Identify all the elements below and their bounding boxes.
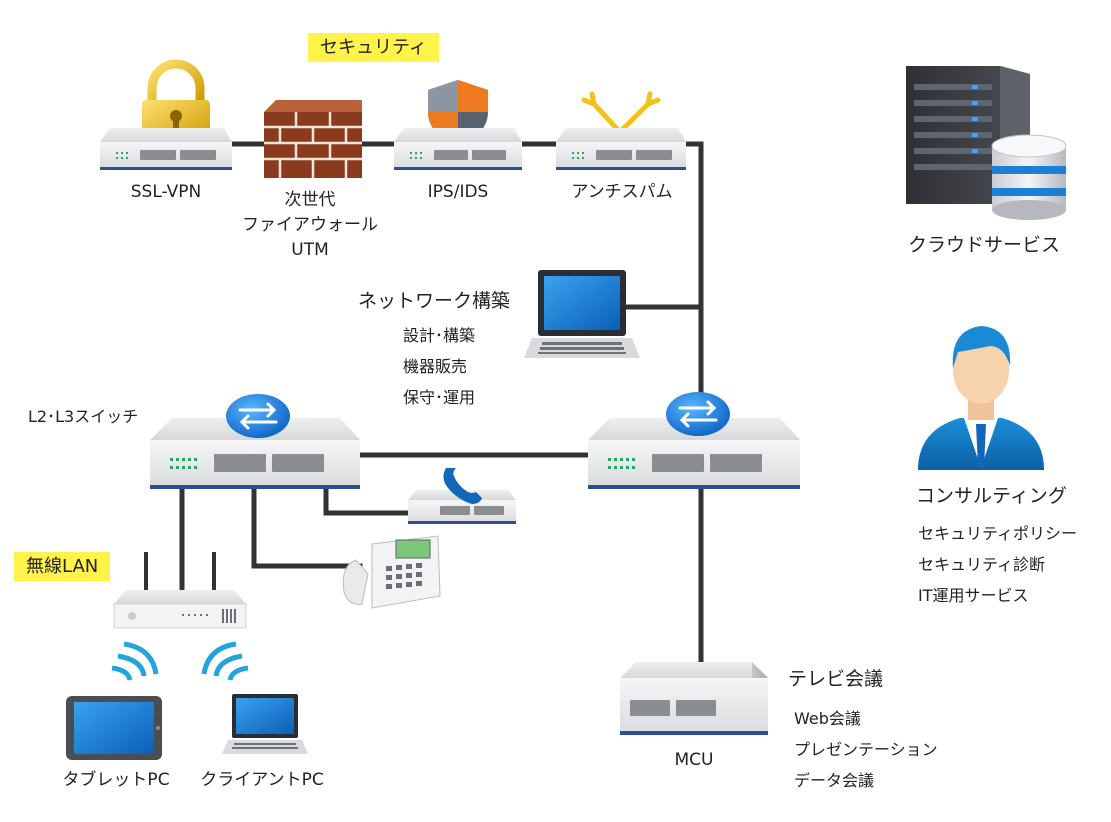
- cloud-service-label: クラウドサービス: [907, 234, 1061, 256]
- database-icon: [991, 134, 1067, 220]
- wireless-lan-badge: 無線LAN: [14, 552, 111, 582]
- antispam-label: アンチスパム: [571, 182, 673, 202]
- antispam-device: [556, 91, 686, 170]
- ssl-vpn-device: [100, 59, 232, 170]
- tablet-pc-label: タブレットPC: [62, 770, 170, 790]
- network-build-title: ネットワーク構築: [358, 290, 511, 312]
- network-build-item: 機器販売: [403, 357, 468, 376]
- video-conference-item: データ会議: [794, 771, 875, 790]
- video-conference-title: テレビ会議: [788, 668, 884, 690]
- phone-handset-icon: [443, 468, 482, 504]
- ssl-vpn-label: SSL-VPN: [130, 182, 202, 202]
- video-conference-list: Web会議 プレゼンテーション データ会議: [794, 703, 938, 796]
- wireless-router-device: [113, 552, 247, 629]
- switch-icon: [394, 128, 522, 170]
- firewall-label-line3: UTM: [291, 240, 329, 260]
- network-build-item: 設計･構築: [403, 326, 476, 345]
- switch-icon: [556, 128, 686, 170]
- network-build-item: 保守･運用: [403, 388, 476, 407]
- client-pc-label: クライアントPC: [200, 770, 324, 790]
- cloud-server-icon: [906, 66, 1067, 220]
- switch-icon: [100, 128, 232, 170]
- mcu-label: MCU: [674, 750, 714, 770]
- ips-ids-device: [394, 80, 522, 170]
- wifi-waves-icon: [111, 641, 249, 681]
- voip-gateway-device: [408, 468, 516, 524]
- consulting-title: コンサルティング: [916, 485, 1067, 507]
- video-conference-item: Web会議: [794, 709, 861, 728]
- tablet-icon: [66, 696, 162, 760]
- switch-arrows-icon: [226, 394, 290, 438]
- firewall-label-line1: 次世代: [284, 190, 336, 210]
- mcu-device: [620, 662, 768, 735]
- core-switch-device: [588, 392, 800, 489]
- consulting-item: IT運用サービス: [918, 586, 1029, 605]
- l2l3-switch-device: [150, 394, 360, 489]
- network-build-list: 設計･構築 機器販売 保守･運用: [403, 320, 475, 413]
- consulting-item: セキュリティ診断: [918, 555, 1046, 574]
- video-conference-item: プレゼンテーション: [794, 740, 938, 759]
- consultant-person-icon: [918, 326, 1044, 470]
- laptop-icon: [524, 270, 640, 358]
- security-badge: セキュリティ: [308, 33, 439, 63]
- ips-ids-label: IPS/IDS: [427, 182, 489, 202]
- firewall-label-line2: ファイアウォール: [242, 215, 378, 235]
- client-laptop-icon: [222, 694, 308, 754]
- consulting-item: セキュリティポリシー: [918, 524, 1078, 543]
- l2l3-switch-label: L2･L3スイッチ: [28, 407, 139, 426]
- desk-phone-icon: [342, 535, 441, 609]
- firewall-brick-icon: [264, 100, 362, 178]
- consulting-list: セキュリティポリシー セキュリティ診断 IT運用サービス: [918, 518, 1077, 611]
- switch-arrows-icon: [666, 392, 730, 436]
- reflect-arrows-icon: [581, 91, 661, 136]
